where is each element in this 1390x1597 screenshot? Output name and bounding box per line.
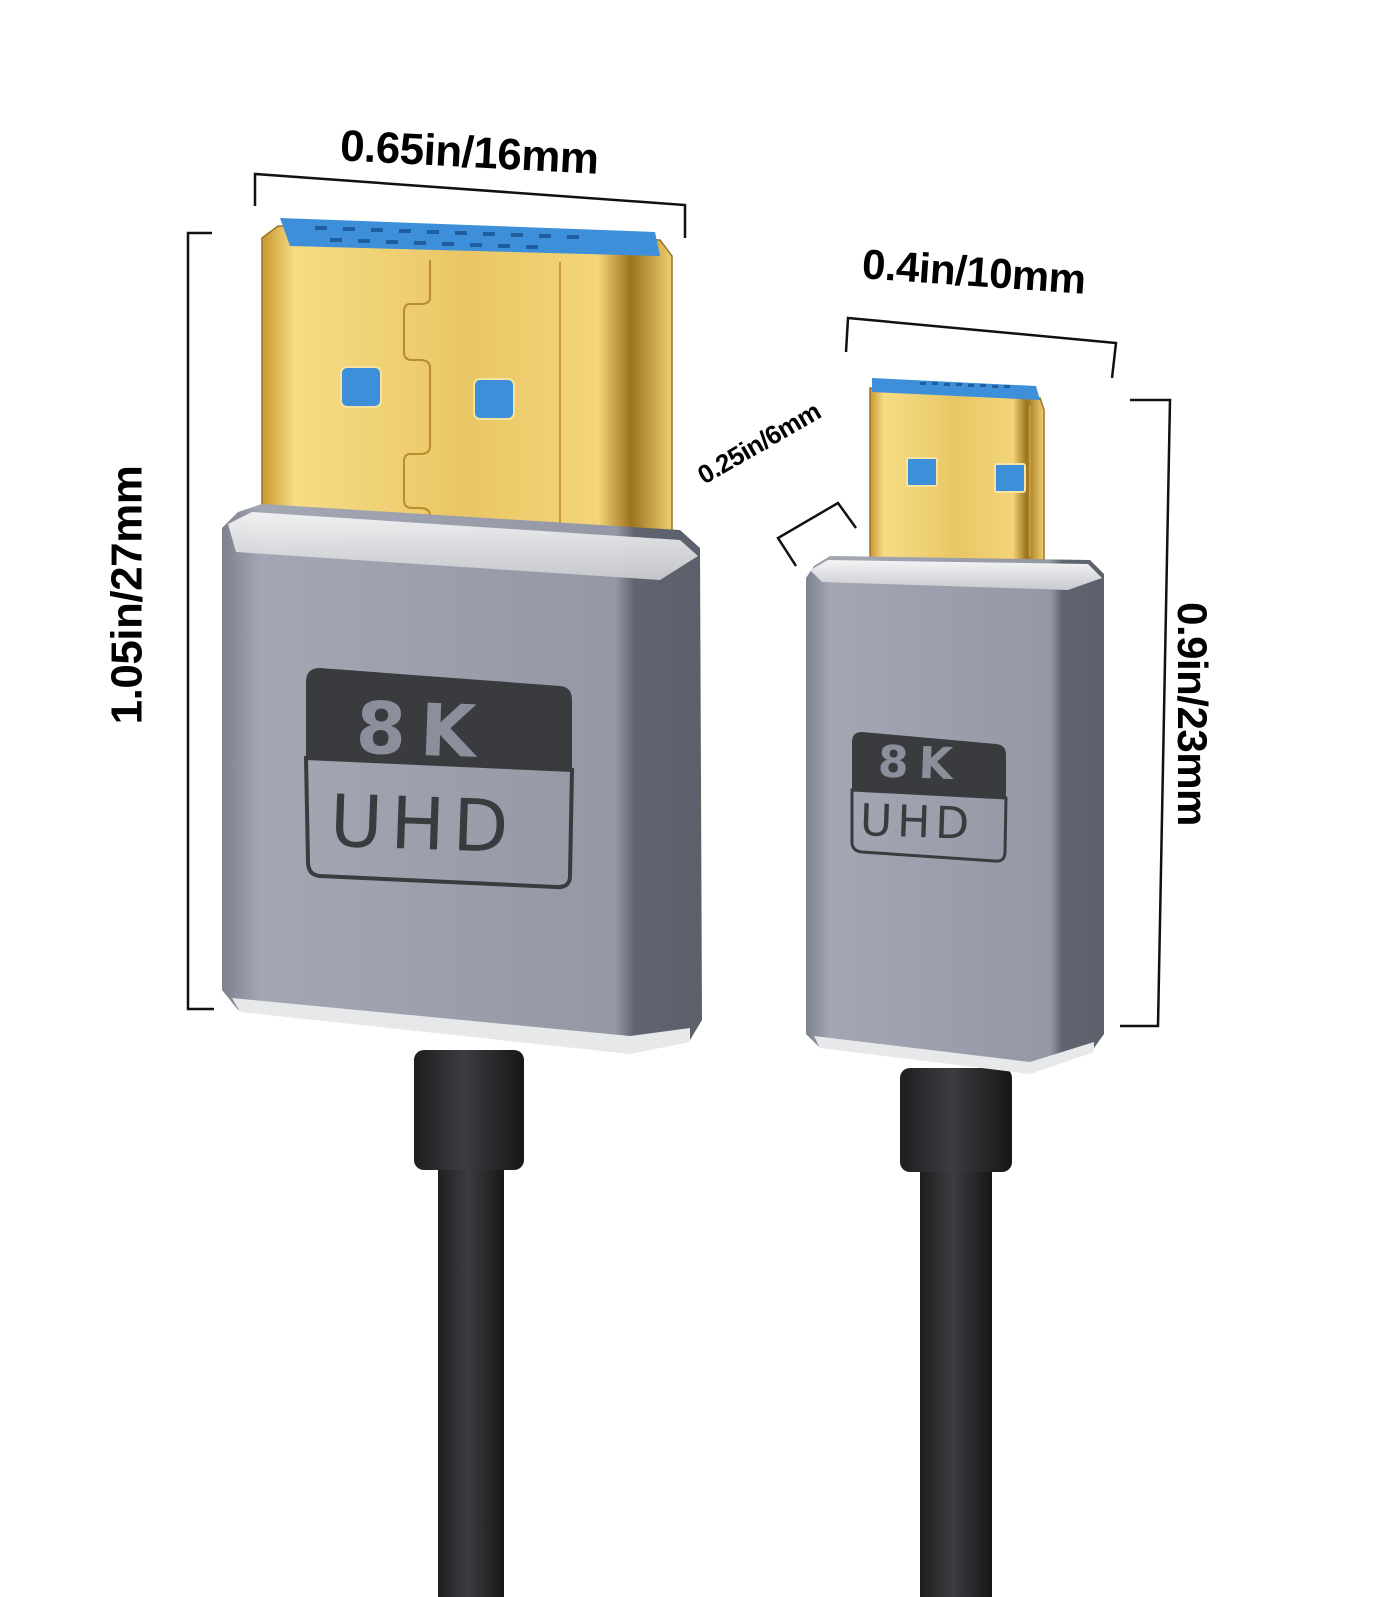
micro-hdmi-connector — [806, 378, 1104, 1597]
hdmi-8k-uhd-badge — [303, 668, 575, 890]
micro-cable — [920, 1160, 992, 1597]
micro-height-label: 0.9in/23mm — [1168, 602, 1216, 826]
hdmi-blue-tongue — [280, 218, 660, 256]
dimension-lines — [186, 172, 1172, 1028]
micro-badge-top-text: 8K — [877, 736, 964, 791]
hdmi-blue-window-left — [340, 366, 382, 408]
hdmi-chrome-bevel-top — [228, 512, 698, 580]
hdmi-housing — [222, 504, 702, 1052]
hdmi-chrome-bevel-bottom — [232, 998, 690, 1054]
hdmi-badge-top-text: 8K — [354, 685, 492, 775]
micro-8k-uhd-badge — [850, 732, 1008, 863]
micro-badge-bottom-text: UHD — [859, 795, 976, 850]
micro-thickness-bracket — [776, 501, 858, 567]
hdmi-connector — [222, 218, 702, 1597]
micro-chrome-bevel-top — [810, 560, 1102, 590]
hdmi-cable — [438, 1160, 504, 1597]
hdmi-blue-window-right — [473, 378, 515, 420]
micro-blue-tongue — [872, 378, 1040, 400]
micro-blue-window-right — [994, 463, 1026, 493]
hdmi-badge-bottom-text: UHD — [328, 778, 518, 870]
hdmi-strain-relief — [414, 1050, 524, 1170]
hdmi-pin-row — [315, 226, 579, 249]
micro-blue-window-left — [906, 457, 938, 487]
hdmi-height-bracket — [186, 231, 214, 1011]
hdmi-width-bracket — [253, 172, 687, 238]
micro-height-bracket — [1120, 398, 1172, 1028]
micro-chrome-bevel-bottom — [814, 1036, 1094, 1074]
hdmi-height-label: 1.05in/27mm — [102, 465, 152, 725]
hdmi-seam — [403, 260, 431, 556]
micro-pin-row — [920, 382, 1010, 388]
micro-width-bracket — [844, 316, 1118, 379]
micro-housing — [806, 556, 1104, 1072]
micro-strain-relief — [900, 1068, 1012, 1172]
